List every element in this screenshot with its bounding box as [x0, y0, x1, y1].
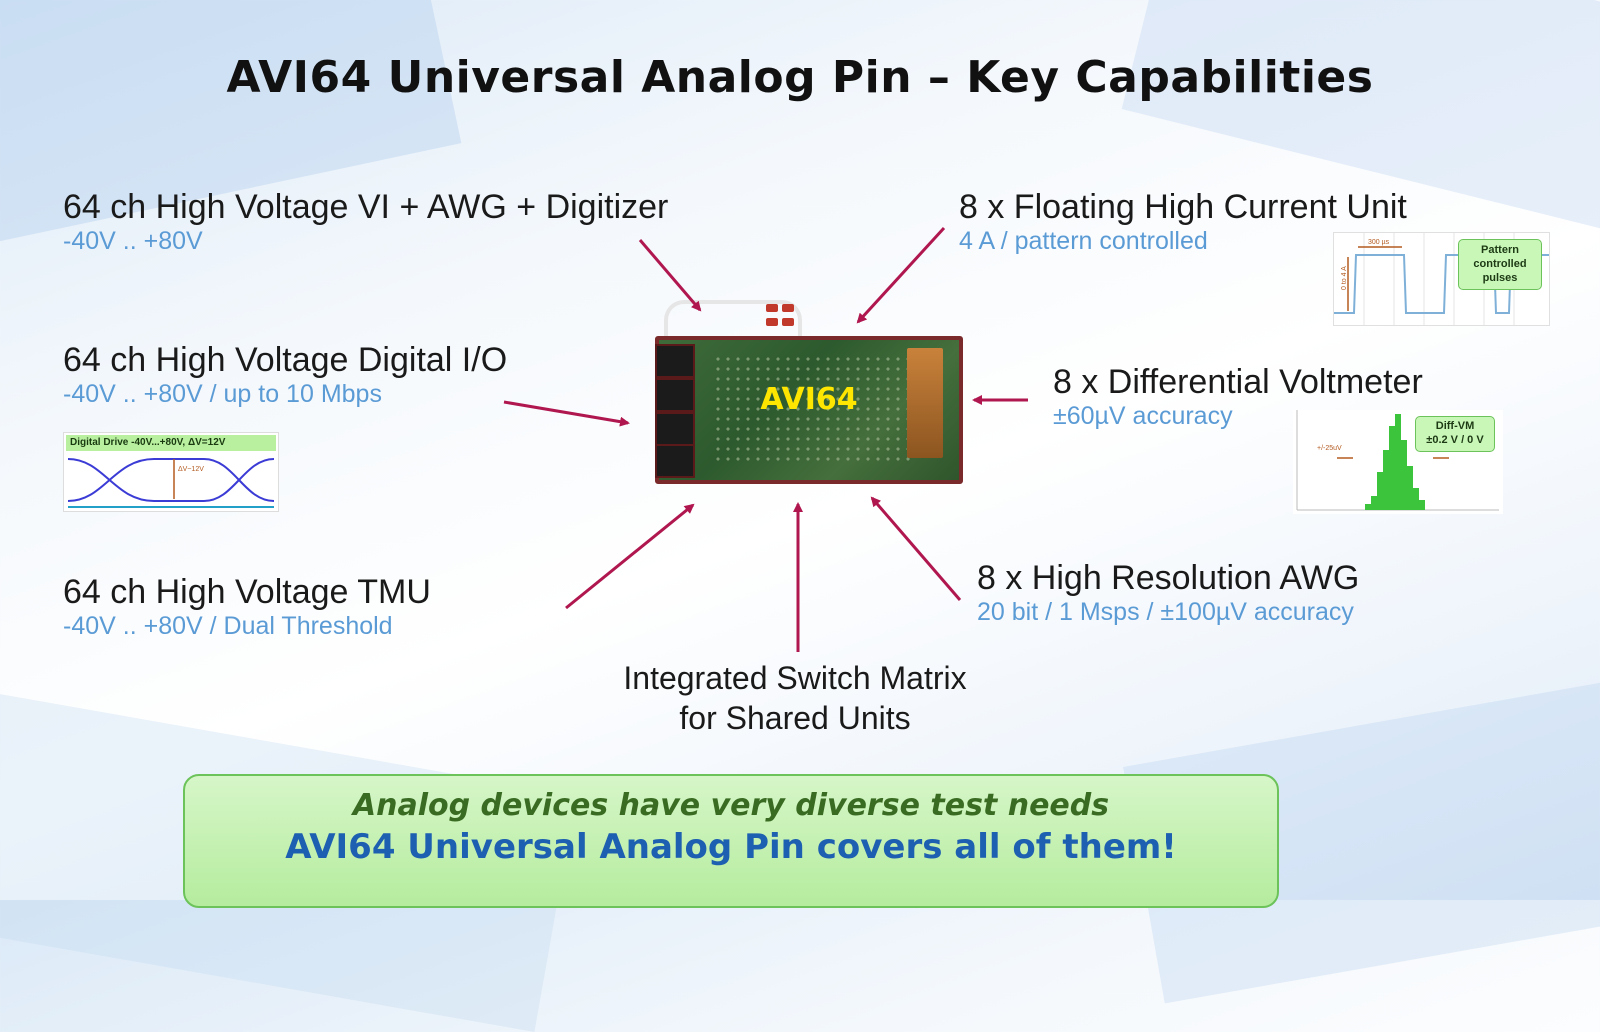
board-connector [655, 444, 695, 478]
board-cable [664, 300, 802, 344]
switch-matrix-line2: for Shared Units [679, 700, 911, 736]
feature-tmu-heading: 64 ch High Voltage TMU [63, 573, 431, 611]
cable-plug [766, 304, 778, 312]
switch-matrix-caption: Integrated Switch Matrix for Shared Unit… [540, 658, 1050, 738]
banner-line1: Analog devices have very diverse test ne… [352, 788, 1110, 823]
avi64-board-image: AVI64 [655, 336, 963, 484]
arrow-tmu [565, 503, 695, 610]
arrow-digital-io [503, 400, 630, 427]
eye-diagram-plot: ΔV~12V [67, 458, 275, 508]
feature-differential-voltmeter-heading: 8 x Differential Voltmeter [1053, 363, 1423, 401]
digital-drive-eye-diagram: Digital Drive -40V...+80V, ΔV=12V ΔV~12V [63, 432, 279, 512]
arrow-hcu [856, 226, 946, 324]
feature-high-current-unit-heading: 8 x Floating High Current Unit [959, 188, 1407, 226]
feature-awg: 8 x High Resolution AWG 20 bit / 1 Msps … [977, 559, 1359, 627]
current-pulse-plot: 0 to 4 A 300 µs Pattern controlled pulse… [1333, 232, 1550, 326]
feature-digital-io-heading: 64 ch High Voltage Digital I/O [63, 341, 508, 379]
summary-banner: Analog devices have very diverse test ne… [183, 774, 1279, 908]
diff-vm-histogram: +/-25uV Diff-VM ±0.2 V / 0 V [1293, 410, 1503, 514]
feature-vi: 64 ch High Voltage VI + AWG + Digitizer … [63, 188, 668, 256]
diff-vm-badge: Diff-VM ±0.2 V / 0 V [1415, 416, 1495, 452]
pulse-width-marker: 300 µs [1368, 239, 1390, 246]
diff-vm-marker: +/-25uV [1317, 445, 1342, 452]
current-pulse-y-label: 0 to 4 A [1341, 266, 1348, 290]
feature-high-current-unit: 8 x Floating High Current Unit 4 A / pat… [959, 188, 1407, 256]
feature-digital-io-spec: -40V .. +80V / up to 10 Mbps [63, 380, 382, 408]
feature-differential-voltmeter-spec: ±60µV accuracy [1053, 402, 1233, 430]
board-label: AVI64 [760, 382, 858, 417]
pattern-controlled-badge: Pattern controlled pulses [1458, 239, 1542, 290]
board-flex-connector [907, 348, 943, 458]
feature-high-current-unit-spec: 4 A / pattern controlled [959, 227, 1208, 255]
cable-plug [766, 318, 778, 326]
feature-tmu: 64 ch High Voltage TMU -40V .. +80V / Du… [63, 573, 431, 641]
board-connector [655, 344, 695, 378]
board-connector [655, 412, 695, 446]
diff-vm-histogram-plot: +/-25uV [1296, 410, 1499, 511]
badge-line: pulses [1482, 272, 1518, 284]
cable-plug [782, 318, 794, 326]
feature-awg-heading: 8 x High Resolution AWG [977, 559, 1360, 597]
arrow-awg [870, 496, 962, 601]
feature-tmu-spec: -40V .. +80V / Dual Threshold [63, 612, 393, 640]
board-components [713, 354, 913, 464]
eye-diagram-marker: ΔV~12V [178, 466, 204, 473]
feature-digital-io: 64 ch High Voltage Digital I/O -40V .. +… [63, 341, 507, 409]
cable-plug [782, 304, 794, 312]
badge-line: controlled [1473, 258, 1527, 270]
badge-line: Diff-VM [1435, 420, 1475, 432]
switch-matrix-line1: Integrated Switch Matrix [623, 660, 967, 696]
eye-diagram-tag: Digital Drive -40V...+80V, ΔV=12V [66, 435, 276, 451]
feature-differential-voltmeter: 8 x Differential Voltmeter ±60µV accurac… [1053, 363, 1423, 431]
badge-line: Pattern [1481, 244, 1519, 256]
feature-vi-spec: -40V .. +80V [63, 227, 203, 255]
feature-awg-spec: 20 bit / 1 Msps / ±100µV accuracy [977, 598, 1354, 626]
slide-title: AVI64 Universal Analog Pin – Key Capabil… [226, 52, 1374, 103]
board-connector [655, 378, 695, 412]
feature-vi-heading: 64 ch High Voltage VI + AWG + Digitizer [63, 188, 669, 226]
badge-line: ±0.2 V / 0 V [1426, 434, 1484, 446]
banner-line2: AVI64 Universal Analog Pin covers all of… [285, 827, 1177, 867]
